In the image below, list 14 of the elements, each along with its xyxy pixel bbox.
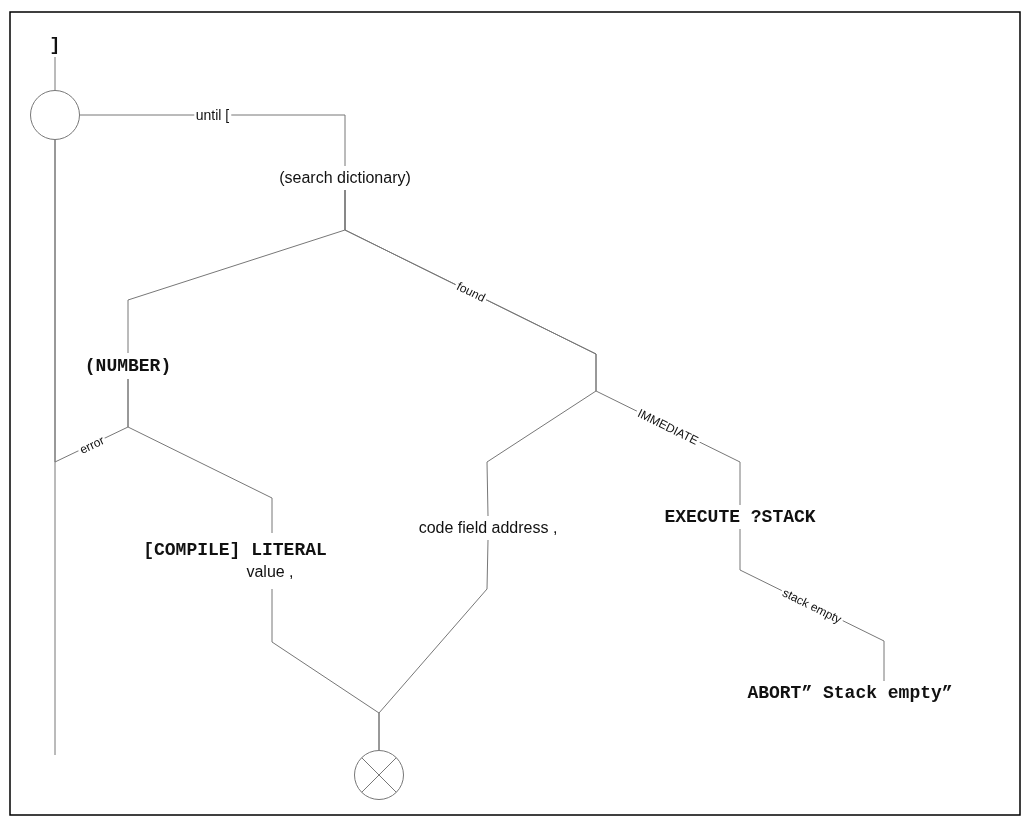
forth-word: ABORT” Stack empty” <box>747 682 953 704</box>
forth-word: ] <box>49 34 61 56</box>
forth-word: (NUMBER) <box>84 355 172 377</box>
step-text: code field address , <box>418 518 558 538</box>
crossed-circle <box>354 750 404 800</box>
connector-line <box>54 56 56 91</box>
forth-word: [COMPILE] LITERAL <box>143 539 327 561</box>
connector-line <box>54 139 56 756</box>
circle-node <box>30 90 80 140</box>
connector-line <box>378 539 489 751</box>
step-text: (search dictionary) <box>279 168 411 188</box>
edge-label: until [ <box>193 108 232 122</box>
forth-word: EXECUTE ?STACK <box>664 506 816 528</box>
step-text: value , <box>246 562 294 582</box>
